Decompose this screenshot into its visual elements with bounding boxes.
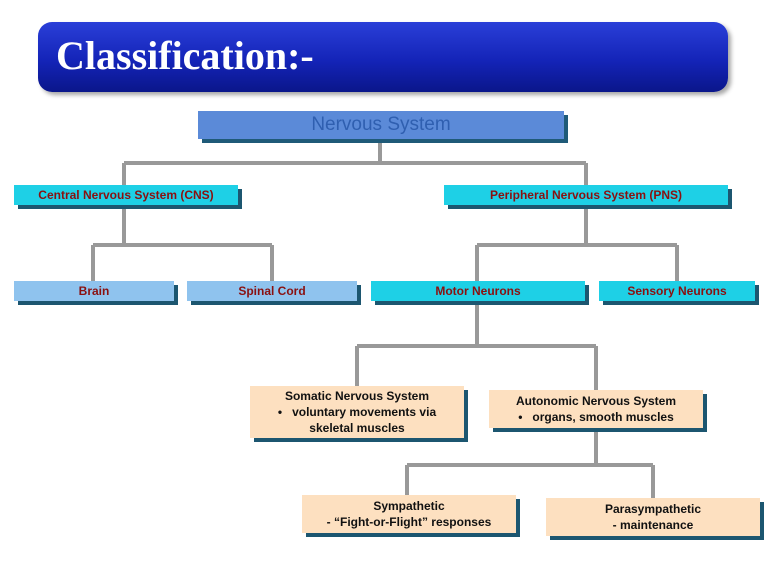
autonomic-nervous-system-box: Autonomic Nervous System • organs, smooth…: [489, 390, 703, 428]
sympathetic-title: Sympathetic: [373, 499, 445, 513]
bullet-icon: •: [518, 410, 523, 424]
bullet-icon: •: [277, 405, 283, 419]
brain-label: Brain: [78, 284, 110, 298]
sympathetic-desc: - “Fight-or-Flight” responses: [326, 515, 492, 529]
sensory-neurons-box: Sensory Neurons: [599, 281, 755, 301]
pns-label: Peripheral Nervous System (PNS): [489, 188, 683, 202]
somatic-desc-line2: skeletal muscles: [309, 421, 405, 435]
autonomic-title: Autonomic Nervous System: [515, 394, 677, 408]
sensory-neurons-label: Sensory Neurons: [627, 284, 727, 298]
cns-box: Central Nervous System (CNS): [14, 185, 238, 205]
motor-neurons-label: Motor Neurons: [435, 284, 521, 298]
spinal-cord-label: Spinal Cord: [238, 284, 306, 298]
somatic-nervous-system-box: Somatic Nervous System • voluntary moveme…: [250, 386, 464, 438]
title-bar: Classification:-: [38, 22, 728, 92]
cns-label: Central Nervous System (CNS): [38, 188, 214, 202]
parasympathetic-box: Parasympathetic - maintenance: [546, 498, 760, 536]
somatic-title: Somatic Nervous System: [284, 389, 430, 403]
pns-box: Peripheral Nervous System (PNS): [444, 185, 728, 205]
nervous-system-label: Nervous System: [311, 114, 451, 135]
page-title: Classification:-: [56, 33, 314, 78]
nervous-system-box: Nervous System: [198, 111, 564, 139]
parasympathetic-title: Parasympathetic: [604, 502, 702, 516]
motor-neurons-box: Motor Neurons: [371, 281, 585, 301]
sympathetic-box: Sympathetic - “Fight-or-Flight” response…: [302, 495, 516, 533]
autonomic-desc-text: organs, smooth muscles: [532, 410, 674, 424]
parasympathetic-desc: - maintenance: [612, 518, 694, 532]
spinal-cord-box: Spinal Cord: [187, 281, 357, 301]
somatic-desc-line1: • voluntary movements via: [278, 404, 436, 420]
somatic-desc-text: voluntary movements via: [292, 405, 437, 419]
brain-box: Brain: [14, 281, 174, 301]
autonomic-desc-line: • organs, smooth muscles: [518, 409, 674, 425]
